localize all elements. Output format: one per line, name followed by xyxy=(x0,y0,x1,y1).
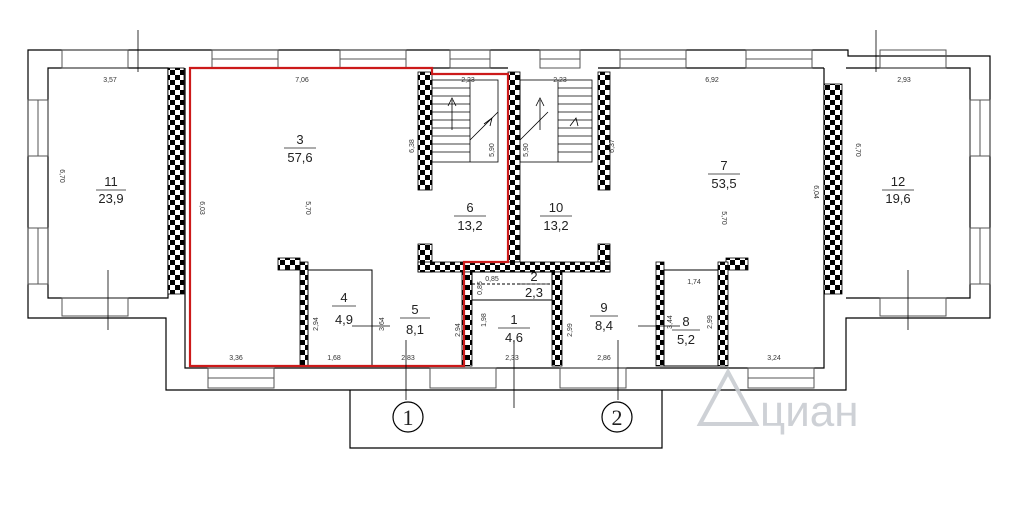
watermark: циан xyxy=(696,367,859,436)
room-number: 6 xyxy=(466,200,473,215)
room-number: 11 xyxy=(104,174,118,189)
room-area: 13,2 xyxy=(457,218,482,233)
dim-label: 6,92 xyxy=(705,77,719,84)
dim-label: 3,36 xyxy=(229,355,243,362)
room-number: 3 xyxy=(296,132,303,147)
room-area: 19,6 xyxy=(885,191,910,206)
dim-label: 7,06 xyxy=(295,77,309,84)
axis-marker-1-label: 1 xyxy=(403,405,414,430)
dim-label: 6,04 xyxy=(812,185,819,199)
windows xyxy=(27,49,991,389)
stairs-right xyxy=(519,79,593,163)
room-area: 5,2 xyxy=(677,332,695,347)
dim-label: 5,70 xyxy=(304,201,311,215)
room-labels: 11 23,9 3 57,6 6 13,2 10 13,2 7 53,5 12 … xyxy=(96,132,914,347)
dim-label: 2,99 xyxy=(567,323,574,337)
room-11: 11 23,9 xyxy=(96,174,126,206)
room-10: 10 13,2 xyxy=(540,200,572,233)
highlight-outline xyxy=(188,66,510,368)
room-area: 13,2 xyxy=(543,218,568,233)
axis-marker-2: 2 xyxy=(601,401,633,433)
room-9: 9 8,4 xyxy=(590,300,618,333)
room-area: 57,6 xyxy=(287,150,312,165)
dim-label: 5,70 xyxy=(720,211,727,225)
room-area: 8,1 xyxy=(406,322,424,337)
dim-label: 6,70 xyxy=(854,143,861,157)
room-2: 2 2,3 xyxy=(520,269,548,300)
dim-label: 2,86 xyxy=(597,355,611,362)
dim-label: 5,90 xyxy=(489,143,496,157)
dim-label: 2,94 xyxy=(313,317,320,331)
room-number: 9 xyxy=(600,300,607,315)
dim-label: 2,33 xyxy=(505,355,519,362)
dim-label: 3,44 xyxy=(667,315,674,329)
room-area: 2,3 xyxy=(525,285,543,300)
room-12: 12 19,6 xyxy=(882,174,914,206)
room-number: 2 xyxy=(530,269,537,284)
dim-label: 0,85 xyxy=(477,281,484,295)
room-number: 1 xyxy=(510,312,517,327)
dim-label: 3,57 xyxy=(103,77,117,84)
axis-marker-1: 1 xyxy=(392,401,424,433)
bearing-walls xyxy=(167,67,843,367)
room-8: 8 5,2 xyxy=(672,314,700,347)
room-number: 4 xyxy=(340,290,347,305)
room-area: 53,5 xyxy=(711,176,736,191)
dim-label: 2,83 xyxy=(401,355,415,362)
room-area: 4,9 xyxy=(335,312,353,327)
stairs-left xyxy=(431,79,499,163)
dim-label: 1,68 xyxy=(327,355,341,362)
watermark-text: циан xyxy=(760,387,859,436)
dim-label: 2,23 xyxy=(553,77,567,84)
dim-label: 1,74 xyxy=(687,279,701,286)
room-6: 6 13,2 xyxy=(454,200,486,233)
axis-marker-2-label: 2 xyxy=(612,405,623,430)
dim-label: 2,23 xyxy=(461,77,475,84)
room-number: 7 xyxy=(720,158,727,173)
room-area: 4,6 xyxy=(505,330,523,345)
dim-label: 6,38 xyxy=(409,139,416,153)
room-5: 5 8,1 xyxy=(400,302,430,337)
dim-label: 6,03 xyxy=(198,201,205,215)
grid-lines xyxy=(107,30,909,408)
dim-label: 6,70 xyxy=(58,169,65,183)
room-3: 3 57,6 xyxy=(284,132,316,165)
dim-label: 3,24 xyxy=(767,355,781,362)
room-1: 1 4,6 xyxy=(498,312,530,345)
dim-label: 0,85 xyxy=(485,276,499,283)
watermark-logo-icon xyxy=(696,367,760,426)
room-number: 12 xyxy=(891,174,905,189)
dim-label: 3,64 xyxy=(379,317,386,331)
room-number: 5 xyxy=(411,302,418,317)
room-7: 7 53,5 xyxy=(708,158,740,191)
room-area: 23,9 xyxy=(98,191,123,206)
dim-label: 2,93 xyxy=(897,77,911,84)
room-number: 8 xyxy=(682,314,689,329)
room-4: 4 4,9 xyxy=(332,290,356,327)
dim-label: 1,98 xyxy=(481,313,488,327)
dim-label: 2,99 xyxy=(707,315,714,329)
dim-label: 2,94 xyxy=(455,323,462,337)
dim-label: 6,37 xyxy=(609,139,616,153)
room-area: 8,4 xyxy=(595,318,613,333)
dimension-labels: 3,57 7,06 2,23 2,23 6,92 2,93 6,70 6,03 … xyxy=(58,77,911,362)
room-number: 10 xyxy=(549,200,563,215)
dim-label: 5,90 xyxy=(523,143,530,157)
